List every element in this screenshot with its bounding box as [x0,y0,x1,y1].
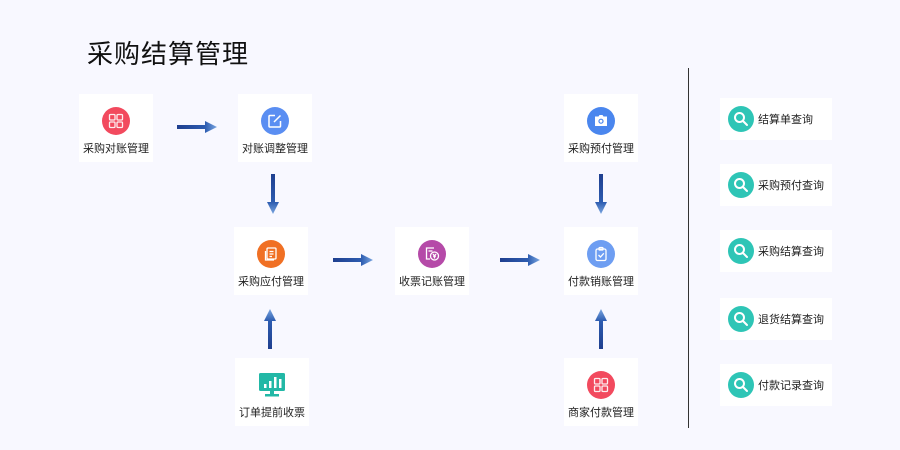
query-return-settlement-button[interactable]: 退货结算查询 [720,298,832,340]
node-label: 订单提前收票 [239,406,305,419]
edit-icon [261,107,289,135]
search-icon [728,106,754,132]
query-label: 采购结算查询 [758,245,824,258]
camera-icon [587,107,615,135]
query-prepayment-button[interactable]: 采购预付查询 [720,164,832,206]
node-payment-writeoff[interactable]: 付款销账管理 [564,227,638,295]
arrow-right-icon [500,254,540,266]
node-purchase-reconciliation[interactable]: 采购对账管理 [79,94,153,162]
document-icon [257,240,285,268]
grid-icon [102,107,130,135]
node-label: 付款销账管理 [568,275,634,288]
node-label: 采购预付管理 [568,142,634,155]
node-order-early-invoice[interactable]: 订单提前收票 [235,358,309,426]
node-label: 采购对账管理 [83,142,149,155]
query-label: 结算单查询 [758,113,813,126]
node-invoice-bookkeeping[interactable]: 收票记账管理 [395,227,469,295]
arrow-right-icon [177,121,217,133]
node-purchase-prepayment[interactable]: 采购预付管理 [564,94,638,162]
arrow-up-icon [595,309,607,349]
node-label: 对账调整管理 [242,142,308,155]
invoice-yen-icon [418,240,446,268]
query-settlement-button[interactable]: 结算单查询 [720,98,832,140]
query-payment-record-button[interactable]: 付款记录查询 [720,364,832,406]
search-icon [728,238,754,264]
clipboard-check-icon [587,240,615,268]
query-purchase-settlement-button[interactable]: 采购结算查询 [720,230,832,272]
arrow-down-icon [595,174,607,214]
node-purchase-payable[interactable]: 采购应付管理 [234,227,308,295]
arrow-down-icon [267,174,279,214]
query-label: 退货结算查询 [758,313,824,326]
grid-icon [587,371,615,399]
node-merchant-payment[interactable]: 商家付款管理 [564,358,638,426]
arrow-up-icon [264,309,276,349]
search-icon [728,372,754,398]
node-label: 采购应付管理 [238,275,304,288]
monitor-chart-icon [258,371,286,399]
page-title: 采购结算管理 [87,40,250,70]
query-label: 付款记录查询 [758,379,824,392]
query-label: 采购预付查询 [758,179,824,192]
search-icon [728,306,754,332]
node-reconciliation-adjustment[interactable]: 对账调整管理 [238,94,312,162]
search-icon [728,172,754,198]
node-label: 收票记账管理 [399,275,465,288]
node-label: 商家付款管理 [568,406,634,419]
arrow-right-icon [333,254,373,266]
vertical-divider [688,68,689,428]
